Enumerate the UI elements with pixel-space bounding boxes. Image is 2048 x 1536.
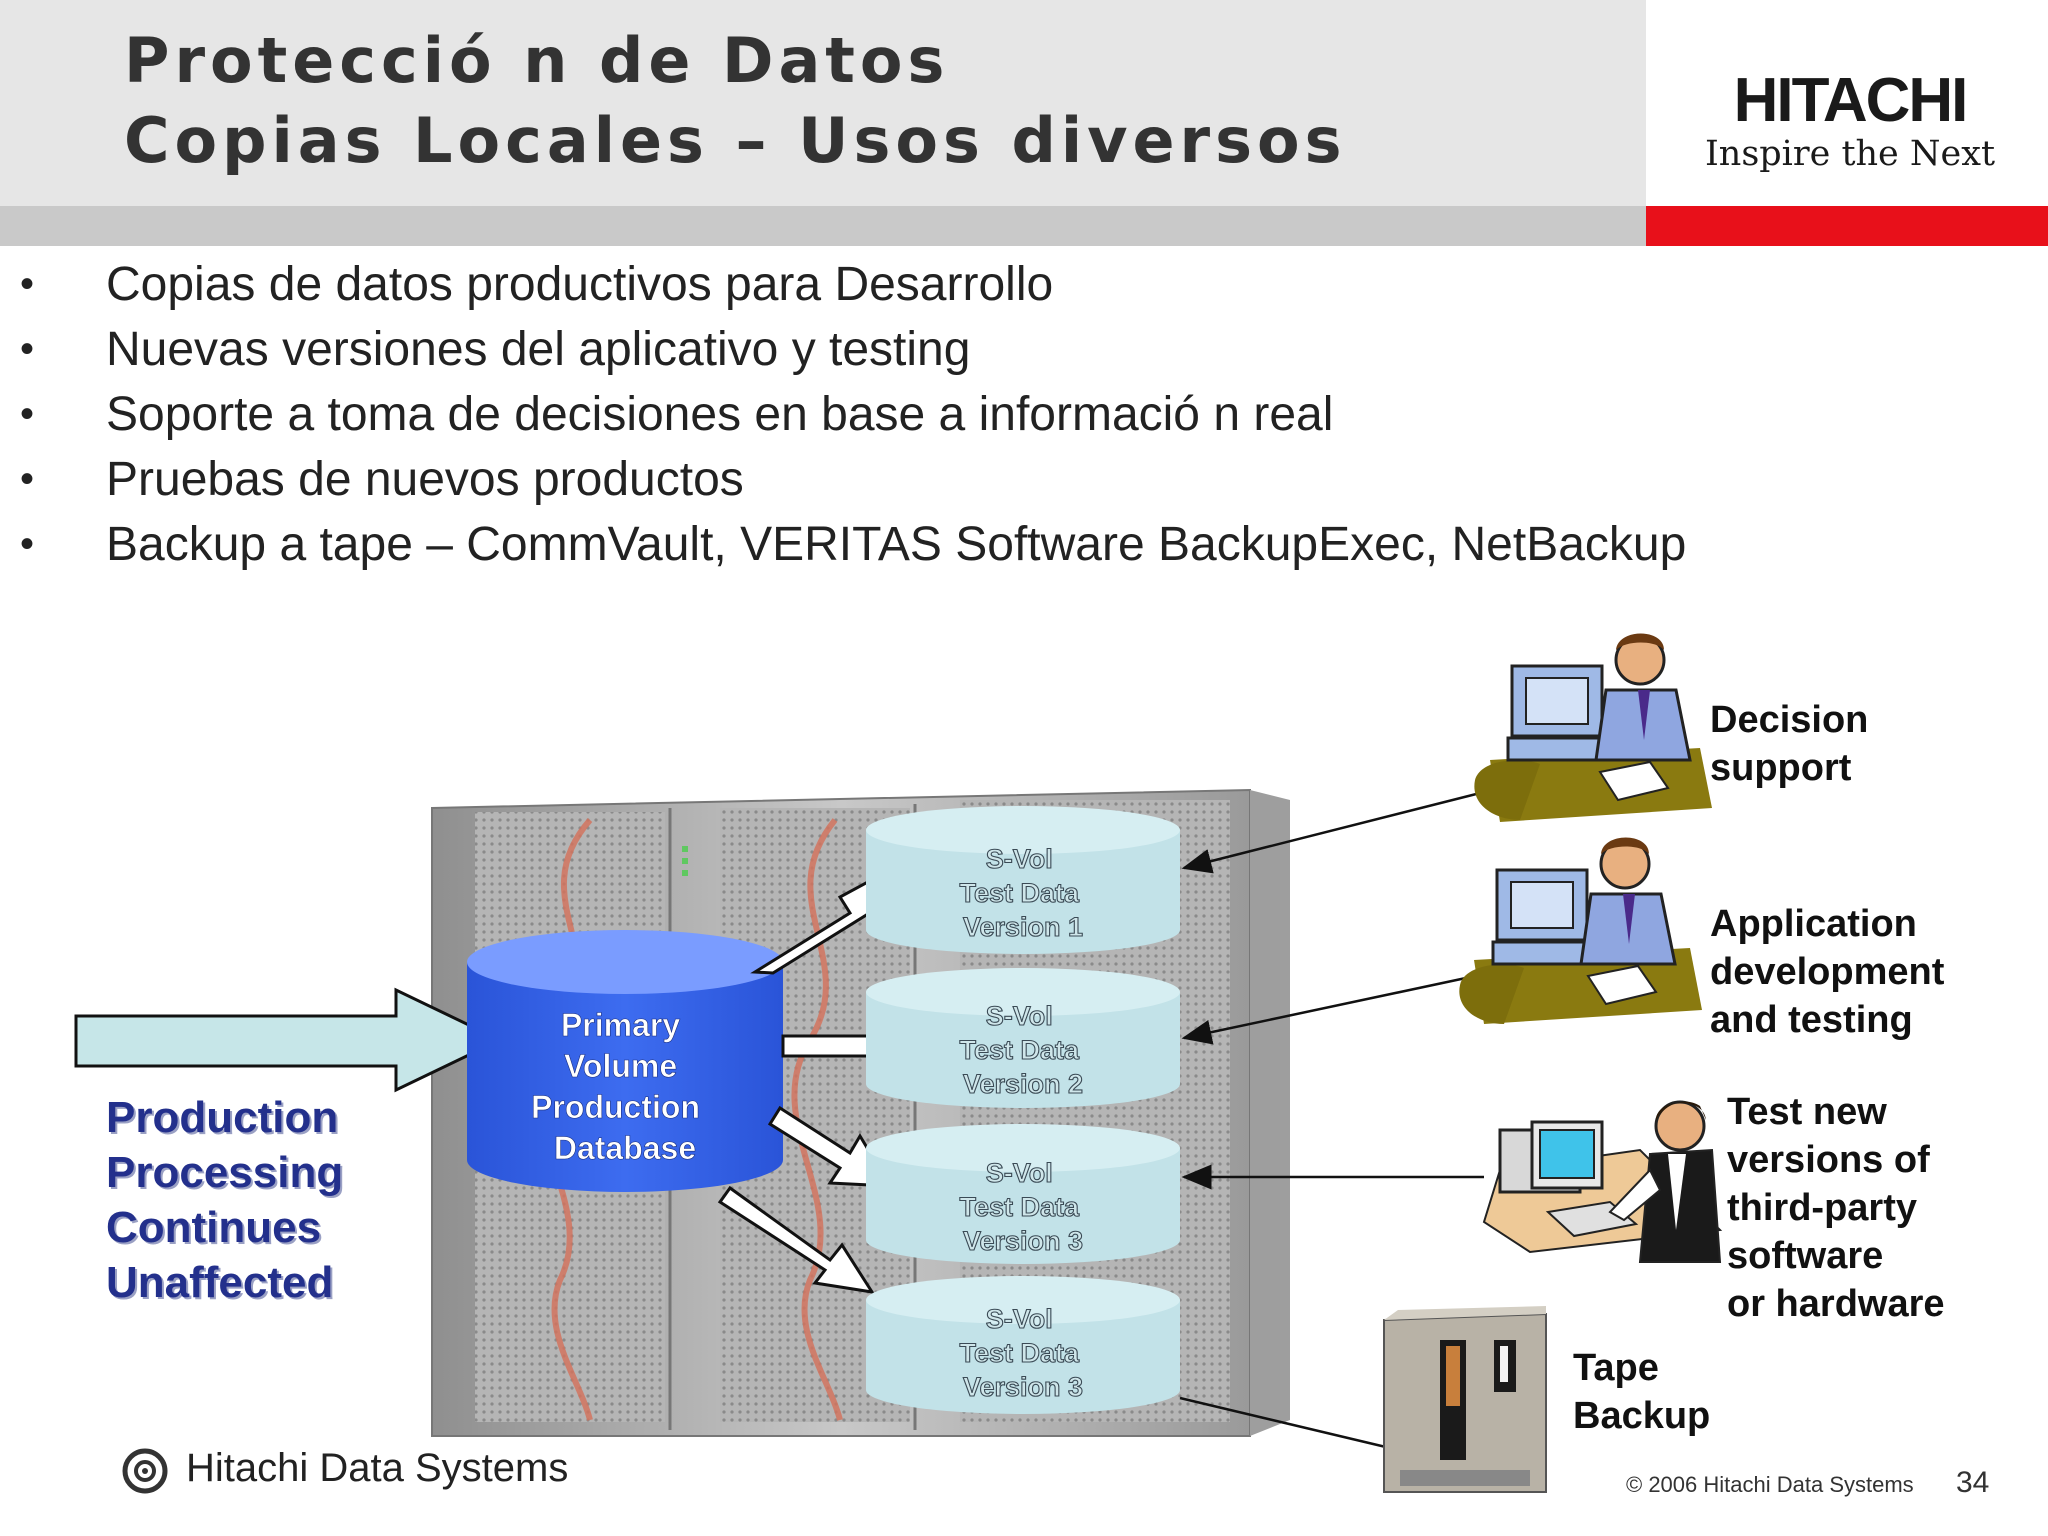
label-decision-support: Decision support xyxy=(1710,696,1868,792)
svol-label: S-Vol xyxy=(986,844,1053,874)
user-connectors xyxy=(1179,786,1501,1450)
bullet-text: Copias de datos productivos para Desarro… xyxy=(106,258,1054,311)
connector-tape xyxy=(1179,1396,1391,1450)
svg-text:S-Vol Test Data Ve: S-Vol Test Data Version 2 xyxy=(959,1001,1086,1099)
primary-label: Primary xyxy=(561,1007,680,1043)
label-tape-backup: Tape Backup xyxy=(1573,1344,1710,1440)
svol-label: S-Vol xyxy=(986,1158,1053,1188)
logo-tagline: Inspire the Next xyxy=(1704,134,1996,174)
bullet-dot: • xyxy=(20,392,35,436)
svol-label: Version 3 xyxy=(963,1226,1083,1256)
svol-cylinder-3: S-Vol Test Data Version 3 xyxy=(866,1124,1180,1264)
logo-brand: HITACHI xyxy=(1733,66,1969,135)
footer-company-logo: Hitachi Data Systems xyxy=(120,1446,568,1491)
page-number: 34 xyxy=(1956,1466,1990,1499)
svol-label: Test Data xyxy=(959,878,1080,908)
label-line: third-party xyxy=(1727,1187,1917,1229)
slide-title-line1: Protecció n de Datos xyxy=(124,24,950,97)
label-line: versions of xyxy=(1727,1139,1930,1181)
label-line: or hardware xyxy=(1727,1283,1945,1325)
svg-text:S-Vol Test Data Ve: S-Vol Test Data Version 3 xyxy=(959,1304,1086,1402)
connector-decision xyxy=(1181,786,1501,874)
svol-label: Version 3 xyxy=(963,1372,1083,1402)
slide-title-line2: Copias Locales – Usos diversos xyxy=(124,104,1347,177)
primary-label: Production xyxy=(531,1089,700,1125)
copy-arrow-3 xyxy=(767,1105,893,1188)
label-application-development: Application development and testing xyxy=(1710,900,1944,1044)
copy-arrow-4 xyxy=(717,1185,876,1295)
svol-label: S-Vol xyxy=(986,1304,1053,1334)
primary-label: Database xyxy=(554,1130,696,1166)
svol-label: Test Data xyxy=(959,1035,1080,1065)
label-line: Application xyxy=(1710,903,1917,945)
svol-label: Version 1 xyxy=(963,912,1083,942)
person-at-computer-icon xyxy=(1459,837,1702,1024)
svol-label: Test Data xyxy=(959,1192,1080,1222)
hitachi-logo: HITACHI Inspire the Next xyxy=(1690,66,2010,175)
primary-volume-cylinder: Primary Volume Production Database xyxy=(467,930,783,1192)
header-red-strip xyxy=(1646,206,2048,246)
production-text: Production Processing Continues Unaffect… xyxy=(106,1090,343,1310)
production-line: Unaffected xyxy=(106,1258,334,1307)
bullet-text: Soporte a toma de decisiones en base a i… xyxy=(106,388,1334,441)
svg-text:S-Vol Test Data Ve: S-Vol Test Data Version 1 xyxy=(959,844,1086,942)
hitachi-sunburst-icon xyxy=(122,1448,168,1494)
production-input-arrow xyxy=(74,987,504,1093)
label-line: support xyxy=(1710,747,1852,789)
label-line: software xyxy=(1727,1235,1884,1277)
header-band xyxy=(0,0,1646,206)
production-line: Processing xyxy=(106,1148,344,1197)
bullet-text: Nuevas versiones del aplicativo y testin… xyxy=(106,323,971,376)
svol-label: S-Vol xyxy=(986,1001,1053,1031)
header-gray-strip xyxy=(0,206,1646,246)
bullet-dot: • xyxy=(20,327,35,371)
person-typing-icon xyxy=(1482,1100,1723,1263)
label-line: Tape xyxy=(1573,1347,1659,1389)
footer-company-name: Hitachi Data Systems xyxy=(186,1446,569,1490)
svol-cylinder-4: S-Vol Test Data Version 3 xyxy=(866,1276,1180,1414)
bullet-dot: • xyxy=(20,457,35,501)
svg-text:S-Vol Test Data Ve: S-Vol Test Data Version 3 xyxy=(959,1158,1086,1256)
svg-text:Primary Volume Pro: Primary Volume Production Database xyxy=(531,1007,709,1166)
bullet-text: Pruebas de nuevos productos xyxy=(106,453,744,506)
copyright-text: © 2006 Hitachi Data Systems xyxy=(1626,1472,1914,1497)
bullet-dot: • xyxy=(20,522,35,566)
label-line: and testing xyxy=(1710,999,1913,1041)
label-line: Backup xyxy=(1573,1395,1711,1437)
bullet-dot: • xyxy=(20,262,35,306)
label-line: Test new xyxy=(1727,1091,1887,1133)
primary-label: Volume xyxy=(564,1048,677,1084)
svol-cylinder-2: S-Vol Test Data Version 2 xyxy=(866,968,1180,1108)
bullet-text: Backup a tape – CommVault, VERITAS Softw… xyxy=(106,518,1687,571)
svol-label: Version 2 xyxy=(963,1069,1083,1099)
label-line: Decision xyxy=(1710,699,1869,741)
svol-label: Test Data xyxy=(959,1338,1080,1368)
tape-library-icon xyxy=(1383,1306,1547,1493)
label-line: development xyxy=(1710,951,1945,993)
label-test-new-versions: Test new versions of third-party softwar… xyxy=(1727,1088,1945,1328)
production-line: Production xyxy=(106,1093,339,1142)
person-at-computer-icon xyxy=(1474,633,1712,822)
production-line: Continues xyxy=(106,1203,322,1252)
svol-cylinder-1: S-Vol Test Data Version 1 xyxy=(866,806,1180,954)
connector-appdev xyxy=(1181,973,1481,1045)
